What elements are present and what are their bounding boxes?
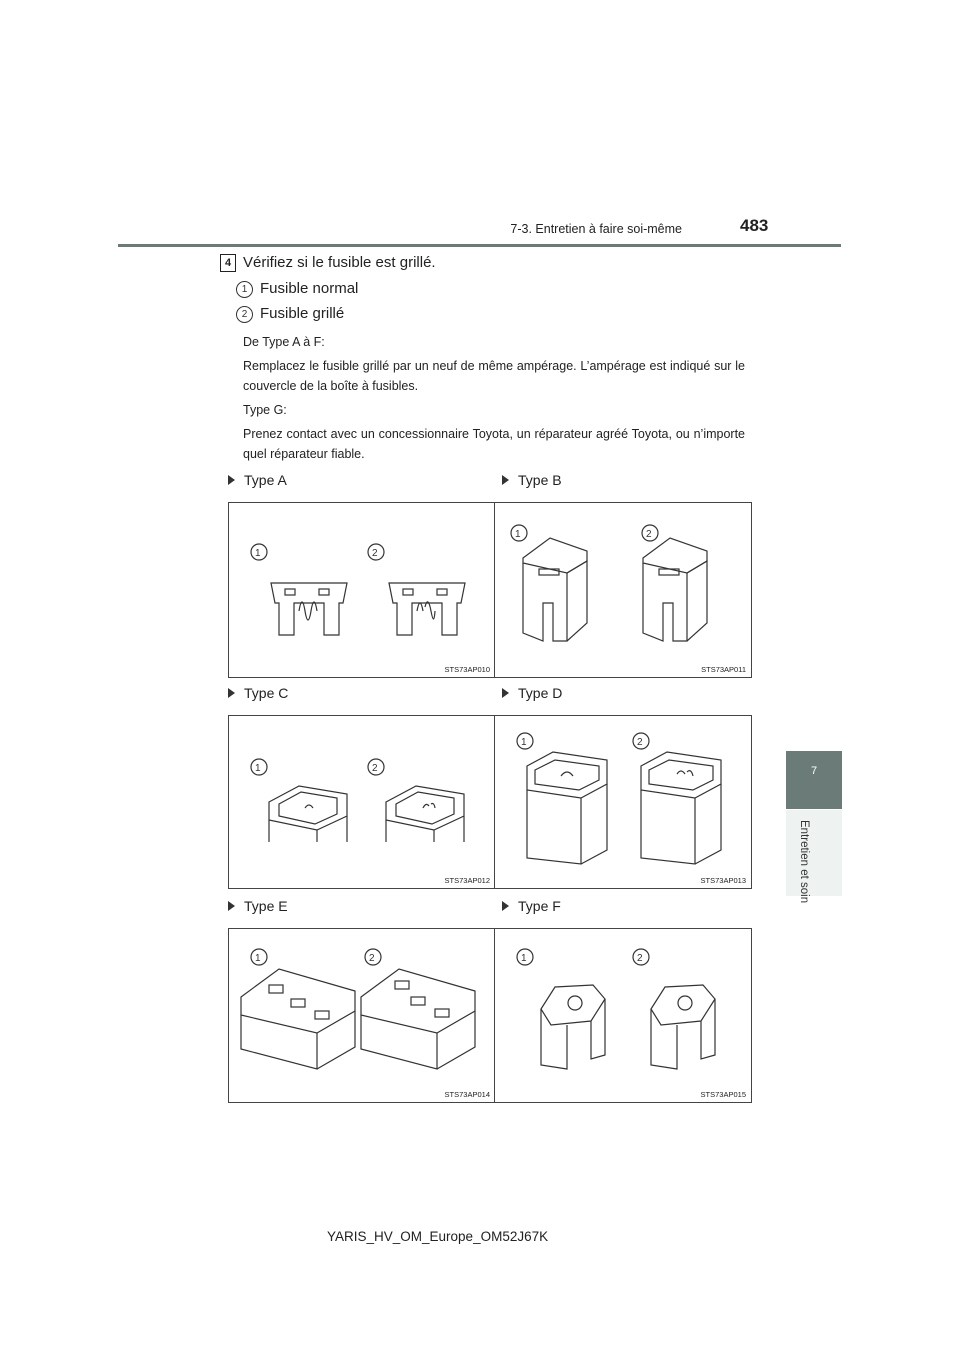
marker-2: 2: [369, 953, 375, 964]
type-label-a: Type A: [228, 472, 287, 488]
figure-code: STS73AP010: [444, 665, 490, 674]
figure-type-a: 1 2 STS73AP010: [228, 502, 496, 678]
marker-2: 2: [372, 548, 378, 559]
note-heading-a-f: De Type A à F:: [243, 335, 325, 349]
figure-type-d: 1 2 STS73AP013: [494, 715, 752, 889]
type-label-b: Type B: [502, 472, 562, 488]
chapter-number: 7: [810, 765, 818, 777]
fuse-type-f-illustration: 1 2: [516, 948, 716, 1070]
marker-2: 2: [637, 737, 643, 748]
figure-type-b: 1 2 STS73AP011: [494, 502, 752, 678]
marker-1: 1: [521, 737, 527, 748]
marker-1: 1: [255, 953, 261, 964]
item-marker-2: 2: [236, 306, 253, 323]
note-text-a-f: Remplacez le fusible grillé par un neuf …: [243, 359, 745, 393]
fuse-type-d-illustration: 1 2: [516, 732, 722, 865]
type-label-e: Type E: [228, 898, 288, 914]
fuse-type-c-illustration: 1 2: [250, 758, 465, 842]
step-number-box: 4: [220, 254, 236, 272]
header-rule: [118, 244, 841, 247]
item-marker-1: 1: [236, 281, 253, 298]
document-id: YARIS_HV_OM_Europe_OM52J67K: [327, 1229, 549, 1244]
triangle-bullet-icon: [502, 901, 509, 911]
triangle-bullet-icon: [228, 688, 235, 698]
page-number: 483: [740, 216, 769, 235]
figure-code: STS73AP011: [701, 665, 746, 674]
type-label-d: Type D: [502, 685, 562, 701]
marker-1: 1: [255, 548, 261, 559]
marker-2: 2: [372, 763, 378, 774]
figure-code: STS73AP012: [444, 876, 490, 885]
type-label-c: Type C: [228, 685, 288, 701]
note-heading-g: Type G:: [243, 403, 287, 417]
figure-code: STS73AP013: [700, 876, 746, 885]
marker-1: 1: [515, 529, 521, 540]
figure-type-e: 1 2 STS73AP014: [228, 928, 496, 1103]
marker-2: 2: [646, 529, 652, 540]
chapter-label: Entretien et soin: [798, 820, 810, 904]
triangle-bullet-icon: [228, 475, 235, 485]
step-text: Vérifiez si le fusible est grillé.: [243, 254, 436, 271]
note-text-g: Prenez contact avec un concessionnaire T…: [243, 427, 745, 461]
figure-code: STS73AP015: [700, 1090, 746, 1099]
fuse-type-b-illustration: 1 2: [510, 524, 708, 642]
figure-type-f: 1 2 STS73AP015: [494, 928, 752, 1103]
fuse-type-a-illustration: 1 2: [250, 543, 466, 636]
marker-1: 1: [521, 953, 527, 964]
triangle-bullet-icon: [502, 688, 509, 698]
chapter-bar: [786, 810, 842, 896]
triangle-bullet-icon: [502, 475, 509, 485]
figure-type-c: 1 2 STS73AP012: [228, 715, 496, 889]
marker-1: 1: [255, 763, 261, 774]
type-label-f: Type F: [502, 898, 561, 914]
section-title: 7-3. Entretien à faire soi-même: [510, 222, 682, 236]
fuse-type-e-illustration: 1 2: [240, 948, 476, 1070]
item-text-2: Fusible grillé: [260, 305, 345, 322]
figure-code: STS73AP014: [444, 1090, 490, 1099]
chapter-tab: 7: [786, 751, 842, 809]
item-text-1: Fusible normal: [260, 280, 359, 297]
triangle-bullet-icon: [228, 901, 235, 911]
marker-2: 2: [637, 953, 643, 964]
